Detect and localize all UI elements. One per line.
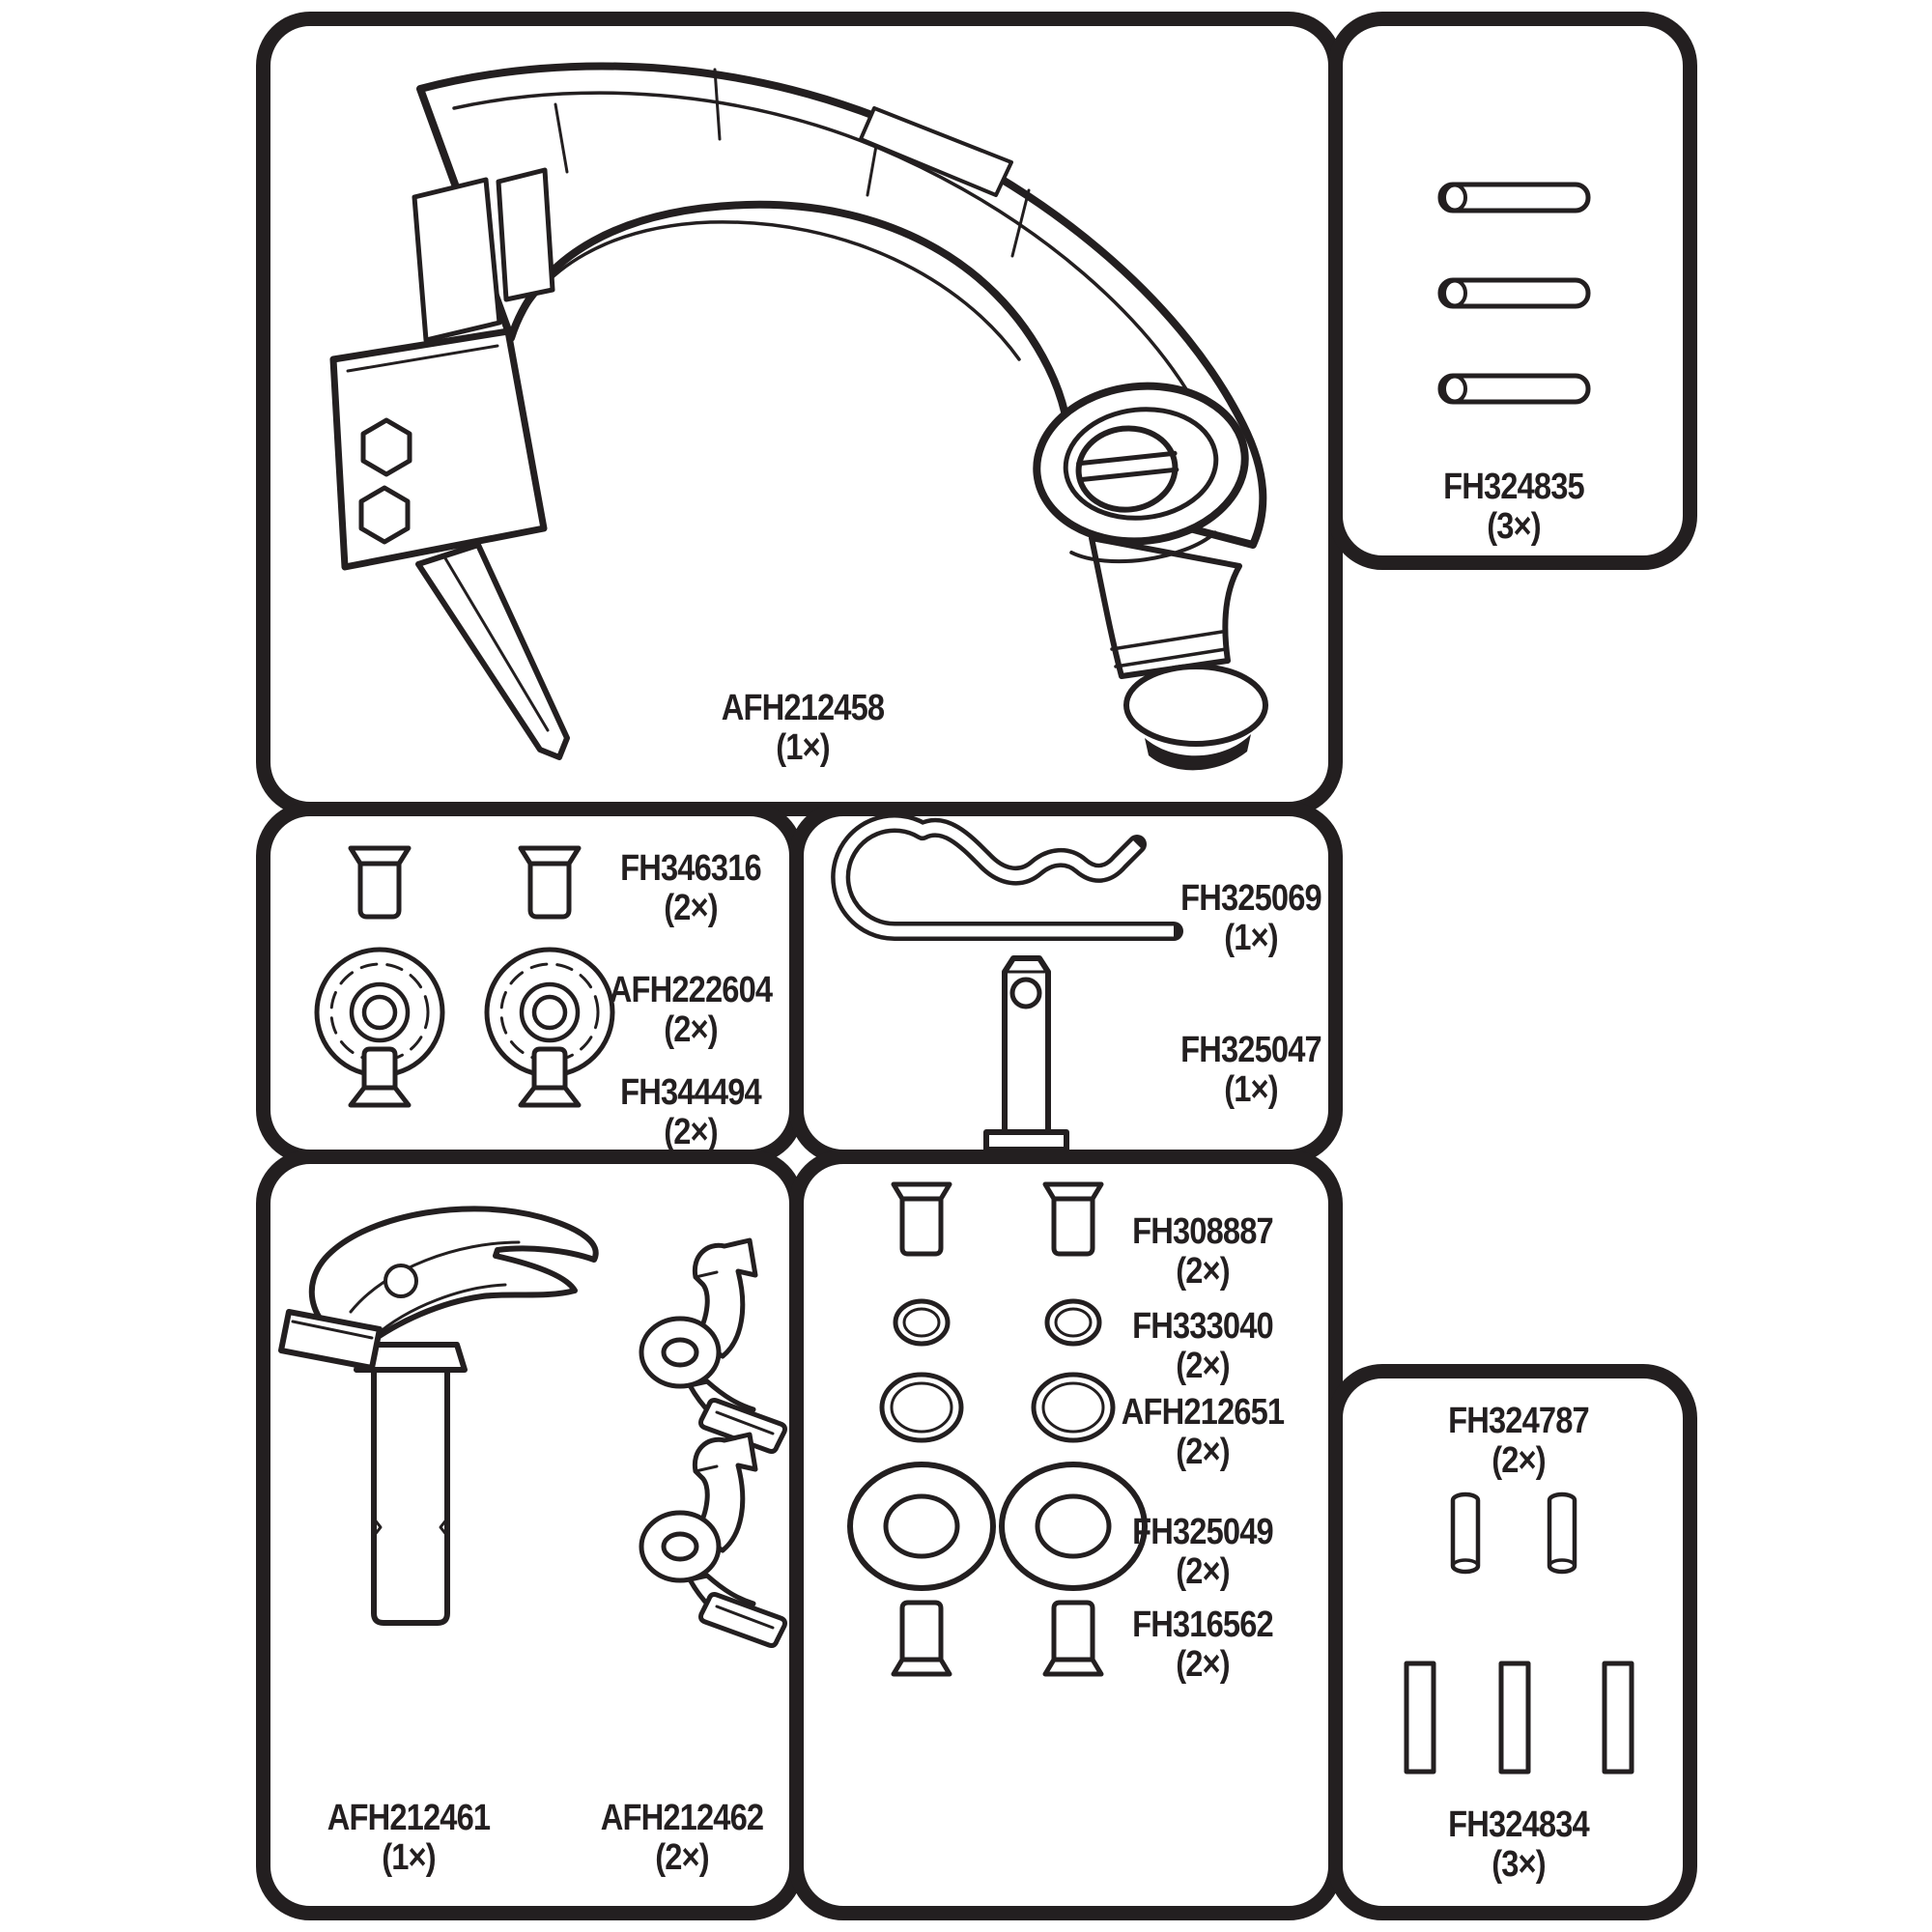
part-qty: (1×) [1224, 1069, 1278, 1110]
part-qty: (1×) [776, 727, 830, 768]
part-number: FH333040 [1132, 1306, 1274, 1347]
panel-afh212458: AFH212458 (1×) [256, 12, 1343, 816]
part-label-fh344494: FH344494 (2×) [557, 1073, 823, 1152]
part-label-fh346316: FH346316 (2×) [557, 849, 823, 928]
part-number: FH325047 [1180, 1030, 1322, 1070]
panel-hardware-set: FH308887 (2×) FH333040 (2×) AFH212651 (2… [789, 1150, 1343, 1920]
part-number: AFH212462 [600, 1798, 764, 1838]
part-qty: (2×) [655, 1837, 709, 1878]
part-label-afh212461: AFH212461 (1×) [275, 1799, 541, 1878]
part-number: AFH212458 [721, 688, 885, 728]
part-number: FH324787 [1448, 1401, 1590, 1441]
part-number: FH344494 [620, 1072, 762, 1113]
part-label-afh212462: AFH212462 (2×) [549, 1799, 814, 1878]
part-qty: (2×) [664, 1009, 718, 1050]
part-qty: (2×) [1176, 1346, 1230, 1386]
part-number: FH324834 [1448, 1804, 1590, 1845]
part-qty: (1×) [1224, 918, 1278, 958]
hex-bolt-icon [360, 417, 412, 477]
clevis-pin-icon [983, 955, 1069, 1150]
part-number: FH308887 [1132, 1211, 1274, 1252]
panel-screws-rollers: FH346316 (2×) AFH222604 (2×) FH344494 (2… [256, 802, 804, 1164]
slotted-boss [1033, 382, 1249, 564]
screw-washer-column [317, 848, 442, 1105]
spacer-pins-drawing [1404, 1378, 1634, 1775]
part-number: AFH212461 [327, 1798, 491, 1838]
clamp-head [329, 327, 570, 760]
part-qty: (2×) [1176, 1251, 1230, 1292]
part-qty: (2×) [664, 1112, 718, 1152]
part-label-fh325047: FH325047 (1×) [1118, 1031, 1383, 1110]
part-number: FH325049 [1132, 1512, 1274, 1552]
part-label-fh308887: FH308887 (2×) [1069, 1212, 1335, 1292]
panel-spacer-pins: FH324787 (2×) FH324834 (3×) [1328, 1364, 1697, 1920]
handle-part-afh212461 [278, 1206, 599, 1626]
part-qty: (3×) [1492, 1844, 1546, 1885]
handle-brackets-drawing [278, 1206, 789, 1906]
tube-pin-icon [1453, 1494, 1478, 1572]
part-qty: (2×) [1176, 1644, 1230, 1685]
clip-pin-drawing [831, 816, 1183, 1150]
part-qty: (3×) [1487, 506, 1541, 547]
hardware-column [850, 1184, 993, 1674]
part-label-afh212651: AFH212651 (2×) [1069, 1393, 1335, 1472]
pin-icon [1440, 280, 1588, 306]
r-clip-icon [831, 816, 1183, 942]
part-label-fh324835: FH324835 (3×) [1380, 468, 1646, 547]
panel-clip-pin: FH325069 (1×) FH325047 (1×) [789, 802, 1343, 1164]
ball-foot [1123, 664, 1268, 771]
part-label-fh325049: FH325049 (2×) [1069, 1513, 1335, 1592]
part-qty: (2×) [664, 888, 718, 928]
hex-bolt-icon [358, 485, 411, 545]
part-number: FH325069 [1180, 878, 1322, 919]
flat-pin-icon [1602, 1661, 1634, 1775]
part-number: FH346316 [620, 848, 762, 889]
bracket-part-afh212462 [641, 1435, 785, 1646]
taper-spike [415, 542, 570, 760]
pin-icon [1440, 376, 1588, 402]
bracket-part-afh212462 [641, 1240, 785, 1452]
mount-tabs [412, 167, 555, 343]
part-number: AFH222604 [609, 970, 773, 1010]
flat-pin-icon [1404, 1661, 1436, 1775]
part-qty: (2×) [1176, 1432, 1230, 1472]
panel-fh324835: FH324835 (3×) [1328, 12, 1697, 570]
part-label-fh333040: FH333040 (2×) [1069, 1307, 1335, 1386]
part-qty: (2×) [1176, 1551, 1230, 1592]
part-number: FH316562 [1132, 1605, 1274, 1645]
lower-leg [1089, 535, 1242, 679]
pin-icon [1440, 185, 1588, 211]
tube-pin-icon [1549, 1494, 1575, 1572]
part-qty: (2×) [1492, 1440, 1546, 1481]
part-number: AFH212651 [1121, 1392, 1285, 1433]
flat-pin-icon [1498, 1661, 1531, 1775]
part-label-fh316562: FH316562 (2×) [1069, 1605, 1335, 1685]
part-label-fh324787: FH324787 (2×) [1385, 1402, 1651, 1481]
part-qty: (1×) [382, 1837, 436, 1878]
curved-arm-band [416, 62, 1267, 549]
part-label-fh325069: FH325069 (1×) [1118, 879, 1383, 958]
clamp-arm-drawing [329, 62, 1268, 771]
panel-handle-brackets: AFH212461 (1×) AFH212462 (2×) [256, 1150, 804, 1920]
part-label-afh212458: AFH212458 (1×) [669, 689, 935, 768]
part-label-afh222604: AFH222604 (2×) [557, 971, 823, 1050]
part-number: FH324835 [1443, 467, 1585, 507]
part-label-fh324834: FH324834 (3×) [1385, 1805, 1651, 1885]
